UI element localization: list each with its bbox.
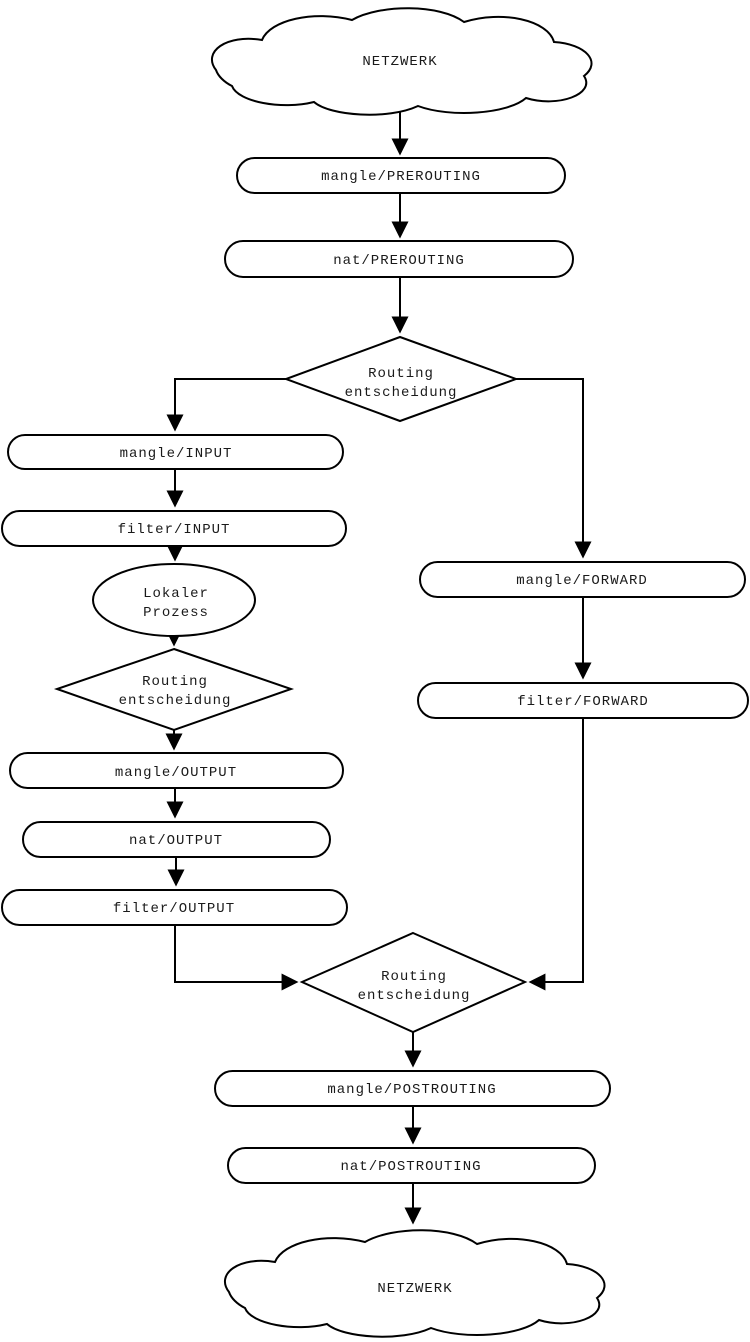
routing-decision-left-shape [53,647,295,732]
mangle-input-shape [7,434,344,470]
routing-decision-bottom-line1: Routing [381,969,447,985]
node-filter-forward: filter/FORWARD [417,682,749,719]
node-mangle-prerouting: mangle/PREROUTING [236,157,566,194]
routing-decision-top-line2: entscheidung [345,385,458,401]
nat-postrouting-label: nat/POSTROUTING [340,1159,481,1175]
edge-filter-output-to-routing-decision-bottom [174,925,299,991]
node-mangle-input: mangle/INPUT [7,434,344,470]
mangle-forward-label: mangle/FORWARD [516,573,648,589]
filter-input-label: filter/INPUT [118,522,231,538]
routing-decision-top-shape [283,335,519,423]
routing-decision-left-line1: Routing [142,674,208,690]
edge-filter-forward-to-routing-decision-bottom [528,718,584,991]
node-mangle-postrouting: mangle/POSTROUTING [214,1070,611,1107]
local-process-line2: Prozess [143,605,209,621]
mangle-postrouting-shape [214,1070,611,1107]
routing-decision-bottom-shape [299,931,528,1034]
filter-forward-label: filter/FORWARD [517,694,649,710]
filter-input-shape [1,510,347,547]
node-filter-output: filter/OUTPUT [1,889,348,926]
mangle-output-shape [9,752,344,789]
node-nat-prerouting: nat/PREROUTING [224,240,574,278]
network-top-label: NETZWERK [362,54,437,70]
node-mangle-output: mangle/OUTPUT [9,752,344,789]
edge-routing-decision-to-mangle-input [166,378,286,432]
nat-output-label: nat/OUTPUT [129,833,223,849]
nat-output-shape [22,821,331,858]
routing-decision-bottom-line2: entscheidung [358,988,471,1004]
mangle-prerouting-shape [236,157,566,194]
nat-prerouting-label: nat/PREROUTING [333,253,465,269]
node-nat-output: nat/OUTPUT [22,821,331,858]
node-network-bottom: NETZWERK [223,1229,606,1338]
mangle-postrouting-label: mangle/POSTROUTING [327,1082,496,1098]
filter-output-label: filter/OUTPUT [113,901,235,917]
node-routing-decision-left: Routing entscheidung [53,647,295,732]
node-nat-postrouting: nat/POSTROUTING [227,1147,596,1184]
node-routing-decision-top: Routing entscheidung [283,335,519,423]
node-local-process: Lokaler Prozess [92,563,256,637]
routing-decision-top-line1: Routing [368,366,434,382]
node-mangle-forward: mangle/FORWARD [419,561,746,598]
node-routing-decision-bottom: Routing entscheidung [299,931,528,1034]
mangle-input-label: mangle/INPUT [120,446,233,462]
filter-forward-shape [417,682,749,719]
local-process-line1: Lokaler [143,586,209,602]
edges [165,112,592,1225]
nat-postrouting-shape [227,1147,596,1184]
mangle-forward-shape [419,561,746,598]
edge-routing-decision-to-mangle-forward [516,378,592,559]
network-bottom-label: NETZWERK [377,1281,452,1297]
node-filter-input: filter/INPUT [1,510,347,547]
node-network-top: NETZWERK [210,7,593,116]
mangle-output-label: mangle/OUTPUT [115,765,237,781]
routing-decision-left-line2: entscheidung [119,693,232,709]
filter-output-shape [1,889,348,926]
local-process-shape [92,563,256,637]
nat-prerouting-shape [224,240,574,278]
mangle-prerouting-label: mangle/PREROUTING [321,169,481,185]
